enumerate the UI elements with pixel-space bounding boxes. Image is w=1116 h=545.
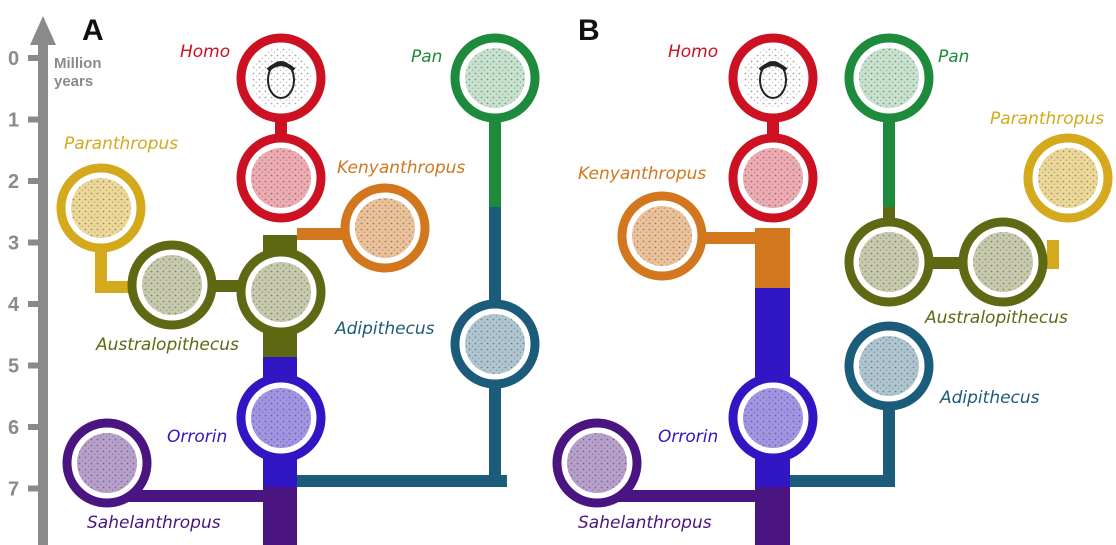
axis-tick-label: 5	[8, 356, 19, 378]
node-homo-b	[728, 33, 818, 123]
time-axis: Million years 0 1 2 3 4 5 6 7	[8, 16, 102, 545]
node-kenyanthropus-b	[617, 191, 707, 281]
panel-b: B	[552, 14, 1113, 545]
node-pan-a	[450, 33, 540, 123]
axis-tick-mark	[28, 485, 40, 492]
label-pan-a: Pan	[411, 47, 442, 67]
axis-tick-label: 3	[8, 233, 19, 255]
node-paranthropus-a	[56, 163, 146, 253]
branch-sahelanthropus-b	[600, 490, 760, 502]
node-homo-early-b	[728, 133, 818, 223]
node-homo-early-a	[236, 133, 326, 223]
node-australopithecus-a1	[127, 240, 217, 330]
label-sahelanthropus-a: Sahelanthropus	[87, 513, 221, 533]
axis-tick-label: 2	[8, 171, 19, 193]
node-homo-a	[236, 33, 326, 123]
axis-tick-mark	[28, 116, 40, 123]
label-adipithecus-a: Adipithecus	[334, 319, 435, 339]
label-homo-b: Homo	[668, 42, 718, 62]
axis-arrow-icon	[30, 16, 56, 45]
node-orrorin-a	[236, 373, 326, 463]
axis-unit-line1: Million	[54, 55, 102, 72]
label-orrorin-b: Orrorin	[658, 427, 718, 447]
label-homo-a: Homo	[180, 42, 230, 62]
axis-tick-label: 1	[8, 110, 19, 132]
axis-tick-label: 4	[8, 294, 20, 316]
branch-adipithecus-v-b	[883, 395, 895, 485]
node-adipithecus-b	[844, 321, 934, 411]
axis-tick-label: 0	[8, 48, 19, 70]
axis-tick-mark	[28, 239, 40, 246]
label-paranthropus-a: Paranthropus	[64, 134, 178, 154]
node-pan-b	[844, 33, 934, 123]
panel-a-label: A	[82, 14, 104, 47]
axis-tick-mark	[28, 178, 40, 184]
axis-tick-mark	[28, 55, 40, 61]
node-australopithecus-b1	[844, 217, 934, 307]
branch-paranthropus-v	[95, 240, 107, 292]
panel-a: A	[56, 14, 540, 545]
label-kenyanthropus-a: Kenyanthropus	[337, 158, 465, 178]
panel-b-label: B	[578, 14, 600, 47]
label-pan-b: Pan	[938, 47, 969, 67]
label-australopithecus-b: Australopithecus	[924, 308, 1068, 328]
axis-tick-mark	[28, 362, 40, 369]
node-australopithecus-b2	[958, 217, 1048, 307]
branch-sahelanthropus	[107, 490, 267, 502]
axis-tick-mark	[28, 424, 40, 430]
label-kenyanthropus-b: Kenyanthropus	[578, 164, 706, 184]
node-orrorin-b	[728, 373, 818, 463]
branch-kenyanthropus-trunk-b	[755, 228, 790, 288]
label-australopithecus-a: Australopithecus	[95, 335, 239, 355]
node-adipithecus-a	[450, 299, 540, 389]
node-sahelanthropus-b	[552, 418, 642, 508]
axis-line	[38, 45, 48, 545]
label-orrorin-a: Orrorin	[167, 427, 227, 447]
node-sahelanthropus-a	[62, 418, 152, 508]
branch-adipithecus-h	[297, 475, 507, 487]
branch-paranthropus-h	[95, 281, 135, 293]
node-australopithecus-a2	[236, 247, 326, 337]
axis-tick-label: 7	[8, 479, 19, 501]
label-sahelanthropus-b: Sahelanthropus	[578, 513, 712, 533]
axis-tick-label: 6	[8, 417, 19, 439]
branch-adipithecus-h-b	[790, 475, 895, 487]
branch-sahelanthropus-trunk	[263, 485, 297, 545]
axis-ticks: 0 1 2 3 4 5 6 7	[8, 48, 40, 501]
node-kenyanthropus-a	[340, 183, 430, 273]
label-paranthropus-b: Paranthropus	[990, 109, 1104, 129]
node-paranthropus-b	[1023, 133, 1113, 223]
axis-unit-line2: years	[54, 73, 93, 90]
branch-sahelanthropus-trunk-b	[755, 485, 790, 545]
label-adipithecus-b: Adipithecus	[939, 388, 1040, 408]
axis-tick-mark	[28, 301, 40, 307]
